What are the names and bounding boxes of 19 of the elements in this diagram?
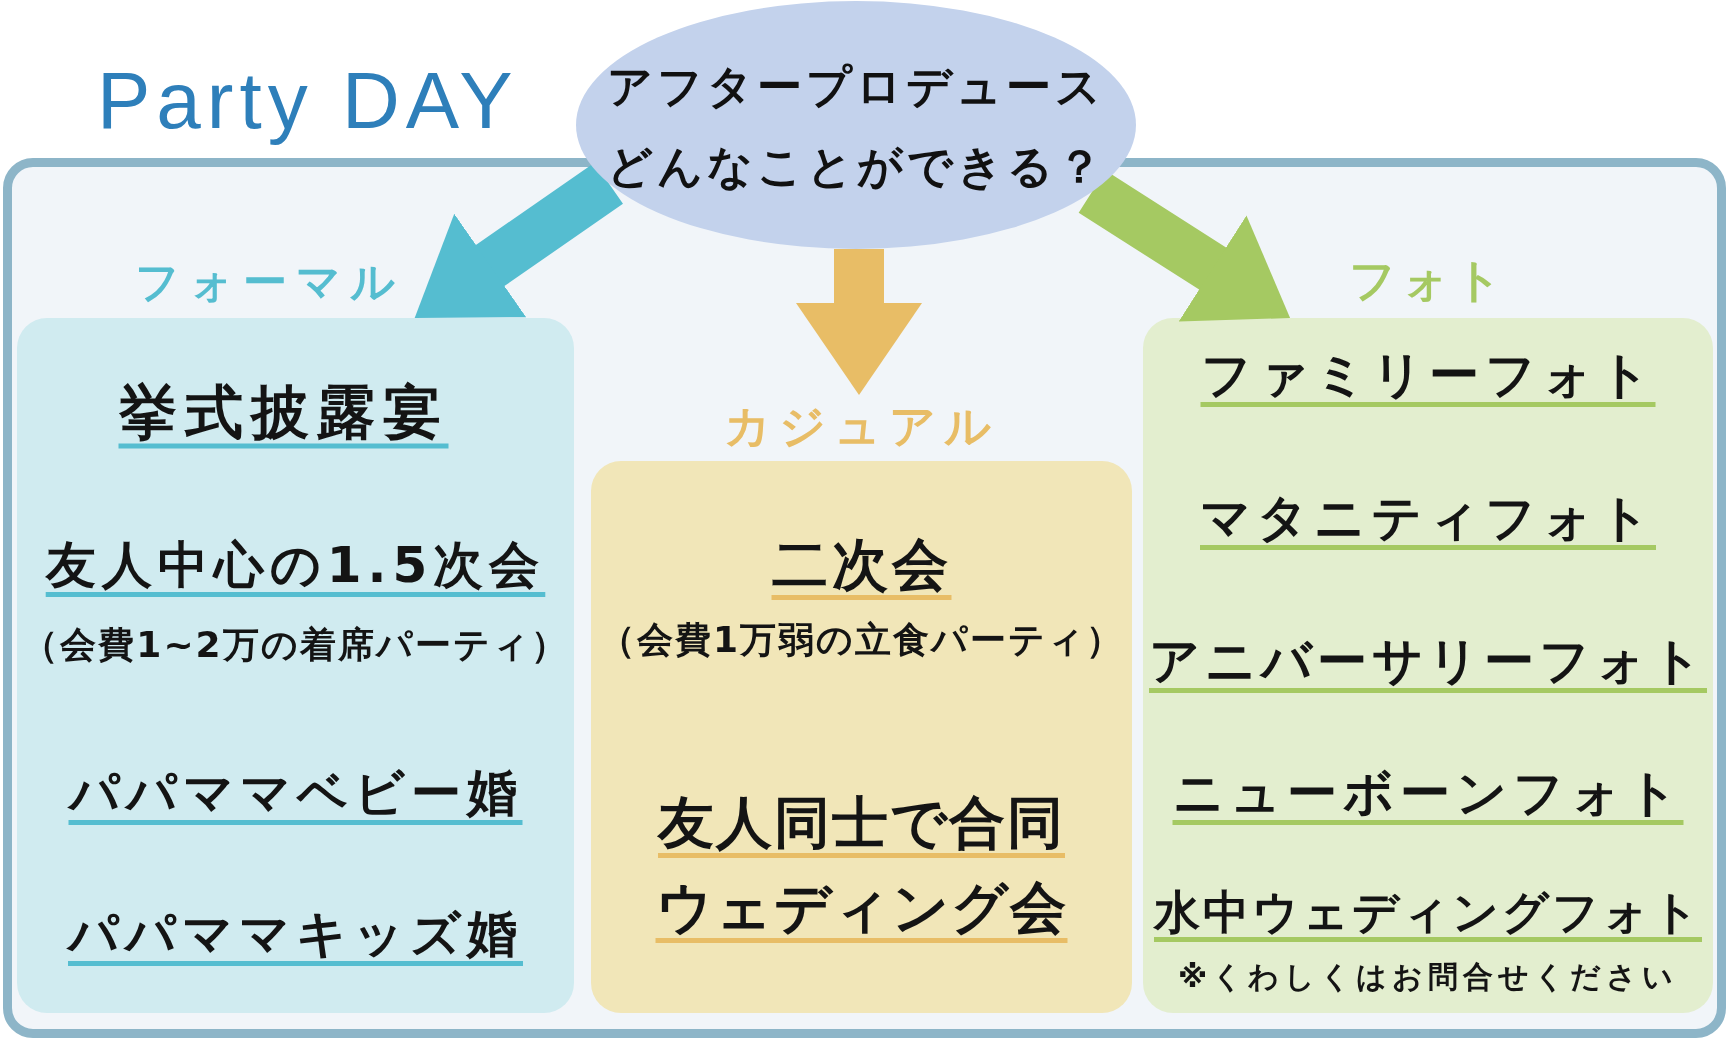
menu-item: アニバーサリーフォト (1149, 631, 1707, 692)
arrow (796, 249, 922, 395)
menu-item: マタニティフォト (1200, 488, 1656, 549)
menu-item: ファミリーフォト (1200, 345, 1656, 406)
menu-item: ニューボーンフォト (1172, 763, 1684, 824)
menu-item: パパママベビー婚 (68, 763, 523, 824)
section-heading: カジュアル (724, 398, 999, 455)
question-text: アフタープロデュースどんなことができる？ (605, 59, 1107, 195)
menu-item: パパママキッズ婚 (68, 904, 523, 965)
section-heading: フォーマル (135, 255, 404, 309)
menu-item: 友人同士で合同ウェディング会 (654, 789, 1069, 942)
note-text: ※くわしくはお問合せください (1177, 958, 1679, 996)
section-heading: フォト (1348, 252, 1508, 309)
menu-item: 水中ウェディングフォト (1154, 884, 1702, 941)
note-text: （会費1~2万の着席パーティ） (22, 623, 569, 667)
menu-item: 二次会 (771, 531, 952, 599)
menu-item: 挙式披露宴 (118, 376, 449, 448)
note-text: （会費1万弱の立食パーティ） (598, 618, 1125, 662)
menu-item: 友人中心の1.5次会 (45, 535, 546, 596)
